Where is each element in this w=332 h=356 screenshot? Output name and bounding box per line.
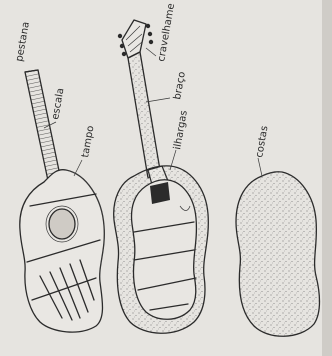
tuning-peg-1 [146,24,150,28]
tuning-peg-2 [148,32,152,36]
tuning-peg-4 [118,34,122,38]
tuning-peg-3 [149,40,153,44]
tuning-peg-6 [122,52,126,56]
sound-hole [49,209,75,239]
costas-assembly [236,172,320,337]
page-edge [322,0,332,356]
costas-back [236,172,320,337]
tuning-peg-5 [120,44,124,48]
